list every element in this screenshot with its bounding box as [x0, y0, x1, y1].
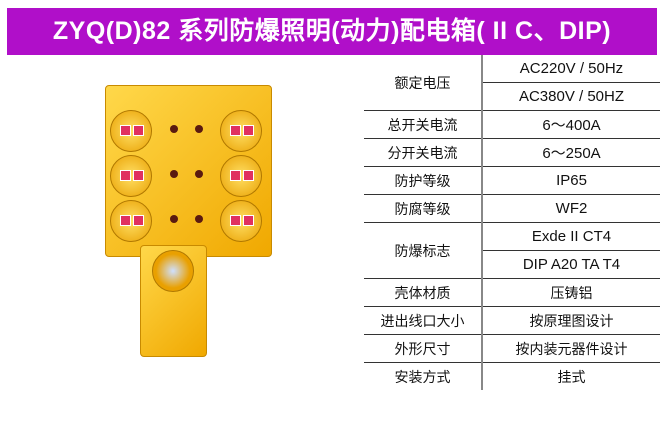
spec-value: 按原理图设计 — [482, 306, 660, 335]
table-row: 安装方式 挂式 — [364, 362, 660, 390]
product-image — [80, 85, 290, 365]
spec-value: AC220V / 50Hz — [482, 55, 660, 83]
table-row: AC380V / 50HZ — [364, 82, 660, 111]
spec-label: 额定电压 — [364, 55, 483, 111]
spec-value: IP65 — [482, 166, 660, 195]
spec-value: 挂式 — [557, 369, 586, 386]
spec-value: 6～400A — [482, 110, 660, 139]
spec-label: 壳体材质 — [364, 278, 483, 307]
spec-value: 压铸铝 — [482, 278, 660, 307]
spec-value: Exde II CT4 — [482, 222, 660, 251]
table-row: 壳体材质压铸铝 — [364, 278, 660, 307]
spec-label: 防腐等级 — [364, 194, 483, 223]
spec-value: DIP A20 TA T4 — [482, 250, 660, 279]
spec-label: 防爆标志 — [364, 222, 483, 279]
table-row: 外形尺寸按内装元器件设计 — [364, 334, 660, 363]
spec-value: 按内装元器件设计 — [482, 334, 660, 363]
spec-label: 进出线口大小 — [364, 306, 483, 335]
spec-label: 防护等级 — [364, 166, 483, 195]
table-row: 进出线口大小按原理图设计 — [364, 306, 660, 335]
spec-label: 总开关电流 — [364, 110, 483, 139]
spec-value: AC380V / 50HZ — [482, 82, 660, 111]
spec-label: 外形尺寸 — [364, 334, 483, 363]
table-row: DIP A20 TA T4 — [364, 250, 660, 279]
spec-value: 6～250A — [482, 138, 660, 167]
spec-value: WF2 — [482, 194, 660, 223]
spec-label: 分开关电流 — [364, 138, 483, 167]
page-title: ZYQ(D)82 系列防爆照明(动力)配电箱( II C、DIP) — [7, 8, 657, 55]
spec-label: 安装方式 — [364, 362, 483, 390]
